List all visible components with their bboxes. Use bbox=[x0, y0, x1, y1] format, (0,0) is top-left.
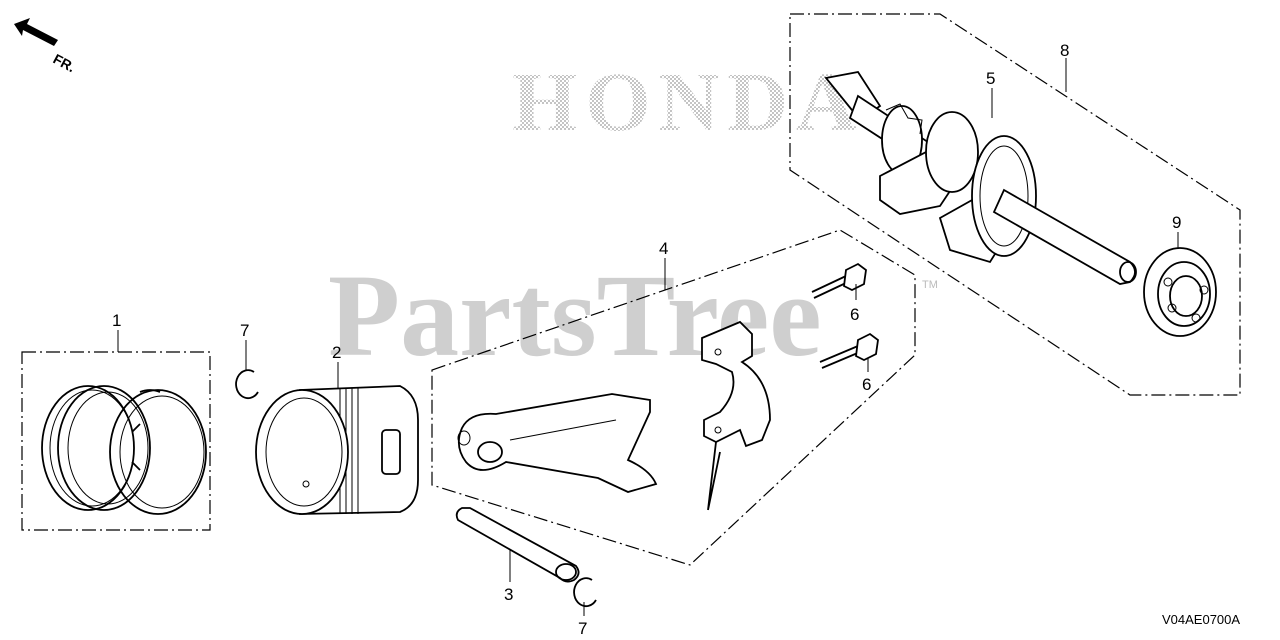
diagram-code: V04AE0700A bbox=[1162, 612, 1240, 627]
callout-2: 2 bbox=[332, 343, 341, 362]
connecting-rod-box bbox=[431, 229, 916, 566]
trademark-mark: TM bbox=[922, 279, 938, 291]
callout-8: 8 bbox=[1060, 41, 1069, 60]
piston-rings bbox=[41, 385, 207, 515]
crankshaft-assembly-box bbox=[789, 13, 1241, 396]
pin-clip-upper bbox=[235, 369, 259, 400]
piston-pin bbox=[455, 507, 580, 583]
connecting-rod bbox=[457, 393, 658, 493]
callout-6-upper: 6 bbox=[850, 305, 859, 324]
front-direction-label: FR. bbox=[51, 51, 78, 76]
callout-7-lower: 7 bbox=[578, 619, 587, 638]
callout-9: 9 bbox=[1172, 213, 1181, 232]
piston-ring-set-box bbox=[21, 351, 211, 531]
piston bbox=[255, 385, 419, 515]
callout-5: 5 bbox=[986, 69, 995, 88]
callout-1: 1 bbox=[112, 311, 121, 330]
crankshaft bbox=[824, 71, 1137, 285]
callout-7-upper: 7 bbox=[240, 321, 249, 340]
rod-bolt-upper bbox=[811, 262, 867, 299]
partstree-watermark: PartsTree bbox=[328, 250, 822, 381]
honda-watermark: HONDA bbox=[512, 56, 865, 149]
front-arrow-icon bbox=[14, 18, 58, 46]
bearing bbox=[1143, 247, 1217, 337]
rod-cap bbox=[701, 320, 771, 511]
callout-6-lower: 6 bbox=[862, 375, 871, 394]
rod-bolt-lower bbox=[819, 332, 879, 369]
callout-4: 4 bbox=[659, 239, 668, 258]
pin-clip-lower bbox=[573, 577, 597, 608]
callout-3: 3 bbox=[504, 585, 513, 604]
